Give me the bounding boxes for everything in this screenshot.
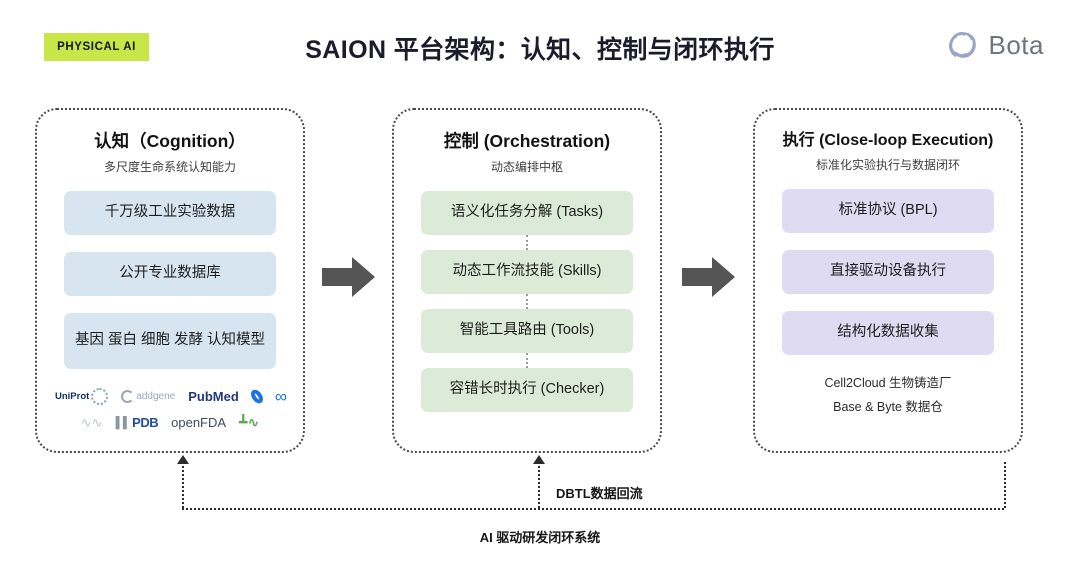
chip-orchestration-1[interactable]: 语义化任务分解 (Tasks) (421, 190, 633, 235)
page-title: SAION 平台架构：认知、控制与闭环执行 (305, 36, 775, 64)
system-label: AI 驱动研发闭环系统 (479, 530, 601, 545)
panel-cognition-subtitle: 多尺度生命系统认知能力 (103, 159, 236, 174)
chip-connector-3 (526, 352, 528, 368)
chip-execution-3[interactable]: 结构化数据收集 (782, 311, 994, 355)
chip-cognition-2[interactable]: 公开专业数据库 (64, 251, 276, 296)
cognition-chip-list: 千万级工业实验数据 公开专业数据库 基因 蛋白 细胞 发酵 认知模型 (37, 190, 303, 369)
pdb-label: PDB (132, 415, 159, 431)
brand-logo: Bota (946, 28, 1045, 62)
chip-cognition-1[interactable]: 千万级工业实验数据 (64, 190, 276, 235)
chip-execution-2[interactable]: 直接驱动设备执行 (782, 250, 994, 294)
brand-name: Bota (988, 29, 1044, 60)
right-block-arrow-icon (322, 257, 375, 297)
panel-cognition-title: 认知（Cognition） (94, 131, 246, 151)
chip-orchestration-4[interactable]: 容错长时执行 (Checker) (421, 367, 633, 412)
flow-arrow-cognition-to-orchestration (322, 256, 376, 303)
uniprot-logo: UniProt (55, 388, 109, 406)
right-block-arrow-icon (682, 257, 735, 297)
physical-ai-badge: PHYSICAL AI (44, 33, 149, 61)
feedback-arrow-to-orchestration (533, 455, 545, 464)
openfda-logo: openFDA (171, 415, 227, 431)
feedback-loop-right-line (1004, 462, 1006, 508)
feedback-arrow-to-cognition (177, 455, 189, 464)
execution-chip-list: 标准协议 (BPL) 直接驱动设备执行 结构化数据收集 (755, 189, 1021, 355)
addgene-label: addgene (136, 391, 176, 403)
blue-blob-icon (248, 387, 266, 406)
orchestration-chip-list: 语义化任务分解 (Tasks) 动态工作流技能 (Skills) 智能工具路由 … (394, 190, 660, 412)
meta-infinity-icon: ∞ (274, 386, 287, 406)
panel-orchestration-title: 控制 (Orchestration) (443, 131, 611, 151)
chip-connector-1 (526, 234, 528, 250)
pubmed-logo: PubMed (188, 389, 239, 405)
panel-orchestration-subtitle: 动态编排中枢 (490, 159, 563, 174)
feedback-loop-middle-line (538, 462, 540, 508)
chip-orchestration-2[interactable]: 动态工作流技能 (Skills) (421, 249, 633, 294)
panel-cognition: 认知（Cognition） 多尺度生命系统认知能力 千万级工业实验数据 公开专业… (35, 108, 305, 453)
feedback-loop-left-line (182, 462, 184, 508)
squiggle-icon: ∿∿ (80, 414, 103, 430)
chip-orchestration-3[interactable]: 智能工具路由 (Tools) (421, 308, 633, 353)
execution-note-2: Base & Byte 数据仓 (833, 399, 943, 414)
panel-execution-subtitle: 标准化实验执行与数据闭环 (815, 158, 960, 172)
execution-note-1: Cell2Cloud 生物铸造厂 (824, 376, 952, 390)
cognition-logo-wall: UniProt addgene PubMed ∞ ∿∿ ▌▌PDB openFD… (37, 386, 303, 434)
dbtl-label: DBTL数据回流 (556, 486, 643, 501)
panel-execution: 执行 (Close-loop Execution) 标准化实验执行与数据闭环 标… (753, 108, 1023, 453)
pdb-logo: ▌▌PDB (115, 415, 159, 431)
flow-arrow-orchestration-to-execution (682, 256, 736, 303)
addgene-logo: addgene (121, 390, 176, 404)
chip-connector-2 (526, 293, 528, 309)
logo-row-1: UniProt addgene PubMed ∞ (55, 386, 287, 408)
logo-row-2: ∿∿ ▌▌PDB openFDA ┻∿ (55, 412, 285, 434)
chip-execution-1[interactable]: 标准协议 (BPL) (782, 189, 994, 233)
panel-execution-title: 执行 (Close-loop Execution) (782, 132, 994, 149)
chip-cognition-3[interactable]: 基因 蛋白 细胞 发酵 认知模型 (64, 312, 276, 369)
panel-orchestration: 控制 (Orchestration) 动态编排中枢 语义化任务分解 (Tasks… (392, 108, 662, 453)
bota-spiral-icon (948, 32, 976, 58)
uniprot-label: UniProt (55, 391, 90, 403)
dna-green-icon: ┻∿ (239, 414, 260, 431)
feedback-loop-bottom-line (182, 508, 1004, 510)
execution-footer-notes: Cell2Cloud 生物铸造厂 Base & Byte 数据仓 (755, 372, 1021, 420)
